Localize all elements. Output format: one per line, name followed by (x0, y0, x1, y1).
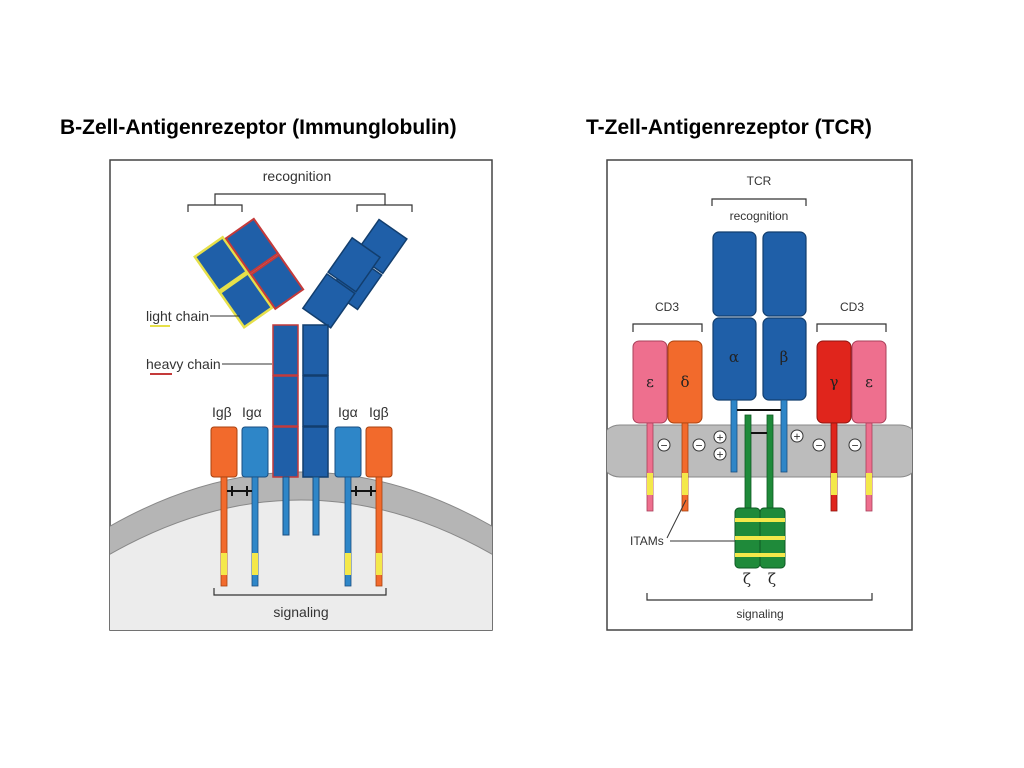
ig-alpha-right (334, 426, 362, 478)
heavy-chain-variable-domain-right (327, 236, 382, 293)
heavy-chain-ch1-domain-right (301, 272, 356, 329)
cd3-left-bracket (632, 323, 703, 332)
ig-alpha-left (241, 426, 269, 478)
cd3-right-label: CD3 (840, 300, 864, 314)
ig-alpha-left-label: Igα (242, 404, 262, 420)
bcr-membrane (110, 471, 492, 555)
ig-beta-left-label: Igβ (212, 404, 232, 420)
minus-sign: − (660, 439, 667, 453)
tcr-panel: TCR recognition α β ζ ζ CD3 ε δ (606, 159, 913, 631)
delta-label: δ (680, 373, 689, 391)
minus-sign: − (815, 439, 822, 453)
ig-beta-right (365, 426, 393, 478)
plus-sign: + (716, 448, 723, 462)
zeta-left-label: ζ (743, 570, 751, 588)
tcr-recognition-label: recognition (730, 209, 789, 223)
tcr-beta-variable-domain (762, 231, 807, 317)
light-chain-constant-domain (218, 271, 274, 329)
bcr-cytoplasm (110, 500, 492, 630)
tcr-signaling-bracket (646, 593, 873, 601)
tcr-alpha-label: α (729, 348, 739, 366)
t-cell-receptor-title: T-Zell-Antigenrezeptor (TCR) (586, 116, 872, 139)
bcr-recognition-bracket (187, 193, 413, 212)
b-cell-receptor-title: B-Zell-Antigenrezeptor (Immunglobulin) (60, 116, 457, 139)
light-chain-variable-domain (193, 235, 249, 293)
minus-sign: − (851, 439, 858, 453)
bcr-panel: recognition (109, 159, 493, 631)
gamma-label: γ (830, 373, 839, 391)
heavy-chain-ch1-domain-left (249, 253, 305, 311)
bcr-signaling-bracket (213, 588, 387, 596)
zeta-right-label: ζ (768, 570, 776, 588)
tcr-bracket (711, 198, 807, 206)
heavy-chain-label: heavy chain (146, 356, 221, 372)
plus-sign: + (716, 431, 723, 445)
epsilon-right-label: ε (865, 373, 873, 391)
charge-signs: − − + + + − − (657, 429, 862, 462)
epsilon-left-label: ε (646, 373, 654, 391)
plus-sign: + (793, 430, 800, 444)
bcr-left-fab-arm (193, 217, 305, 329)
cd3-left-label: CD3 (655, 300, 679, 314)
bcr-heavy-chain-stem (272, 324, 329, 536)
cd3-right-bracket (816, 323, 887, 332)
tcr-beta-label: β (780, 348, 789, 366)
itams-label: ITAMs (630, 534, 664, 548)
bcr-signaling-label: signaling (273, 604, 328, 620)
light-chain-label: light chain (146, 308, 209, 324)
ig-beta-left (210, 426, 238, 478)
tcr-signaling-label: signaling (736, 607, 783, 621)
ig-alpha-right-label: Igα (338, 404, 358, 420)
tcr-alpha-variable-domain (712, 231, 757, 317)
tcr-label: TCR (747, 174, 772, 188)
bcr-right-fab-arm (301, 218, 408, 329)
bcr-recognition-label: recognition (263, 168, 332, 184)
minus-sign: − (695, 439, 702, 453)
ig-beta-right-label: Igβ (369, 404, 389, 420)
heavy-chain-variable-domain-left (224, 217, 280, 275)
